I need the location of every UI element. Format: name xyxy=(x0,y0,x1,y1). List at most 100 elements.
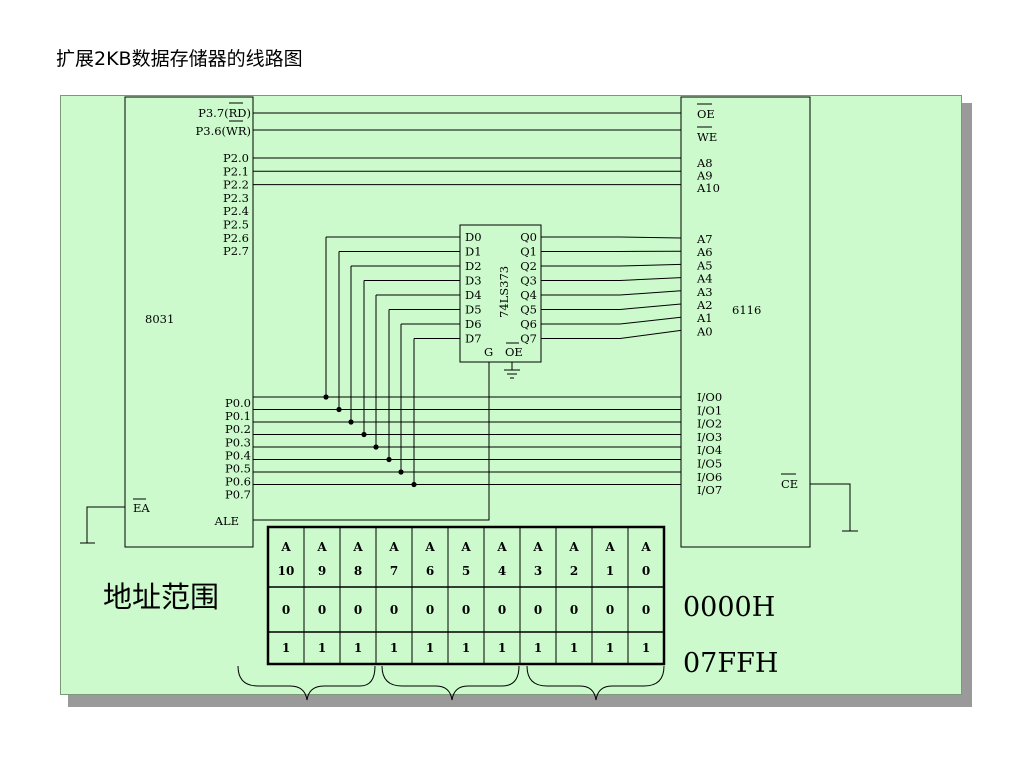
ram-ce-pin: CE xyxy=(781,477,798,491)
table-cell: 0 xyxy=(426,603,434,617)
table-cell: 1 xyxy=(570,641,578,655)
ram-high-addr-label: A9 xyxy=(696,169,713,183)
ram-low-addr-label: A3 xyxy=(696,285,713,299)
cpu-rd-pin: P3.7(RD) xyxy=(198,106,251,120)
table-header-subscript: 7 xyxy=(390,564,398,578)
cpu-wr-pin: P3.6(WR) xyxy=(196,124,251,138)
ram-io-pin-label: I/O4 xyxy=(697,443,722,457)
table-header-subscript: 5 xyxy=(462,564,470,578)
ram-low-addr-label: A1 xyxy=(696,311,713,325)
p2-pin-group: P2.0P2.1P2.2P2.3P2.4P2.5P2.6P2.7 xyxy=(223,151,249,258)
cpu-chip xyxy=(124,96,254,548)
diagram-panel xyxy=(60,95,962,695)
ram-low-addr-label: A7 xyxy=(696,232,713,246)
latch-chip xyxy=(459,224,542,363)
brace-1 xyxy=(237,665,376,701)
latch-name: 74LS373 xyxy=(497,266,511,318)
table-cell: 1 xyxy=(282,641,290,655)
table-cell: 1 xyxy=(534,641,542,655)
table-header-cell: A xyxy=(352,540,363,554)
table-header-cell: A xyxy=(568,540,579,554)
ram-oe-pin: OE xyxy=(697,107,715,121)
latch-d-pin-label: D4 xyxy=(465,288,482,302)
table-header-cell: A xyxy=(280,540,291,554)
address-end: 07FFH xyxy=(683,648,778,679)
ram-low-addr-wire xyxy=(619,263,682,267)
cpu-p2-pin-label: P2.6 xyxy=(223,231,249,245)
ea-wire xyxy=(86,506,125,543)
table-header-cell: A xyxy=(496,540,507,554)
brace-3 xyxy=(526,665,665,701)
table-cell: 1 xyxy=(606,641,614,655)
ram-chip xyxy=(680,96,811,548)
latch-q-pin-label: Q3 xyxy=(520,274,537,288)
cpu-p2-pin-label: P2.7 xyxy=(223,244,249,258)
brace-2 xyxy=(381,665,520,701)
table-cell: 0 xyxy=(462,603,470,617)
cpu-p2-pin-label: P2.0 xyxy=(223,151,249,165)
latch-g-pin: G xyxy=(484,345,493,359)
junction-dot xyxy=(336,406,342,413)
latch-oe-pin: OE xyxy=(505,345,523,359)
cpu-name: 8031 xyxy=(145,312,174,326)
table-header-subscript: 1 xyxy=(606,564,614,578)
table-header-subscript: 0 xyxy=(642,564,650,578)
cpu-p0-pin-label: P0.7 xyxy=(225,488,251,502)
ram-low-addr-wire xyxy=(619,290,682,296)
table-cell: 1 xyxy=(642,641,650,655)
cpu-p2-pin-label: P2.1 xyxy=(223,164,249,178)
junction-dot xyxy=(373,444,379,450)
table-cell: 1 xyxy=(318,641,326,655)
cpu-p2-pin-label: P2.4 xyxy=(223,204,249,218)
latch-d-pin-label: D5 xyxy=(465,303,482,317)
table-cell: 0 xyxy=(318,603,326,617)
cpu-p0-pin-label: P0.2 xyxy=(225,422,251,436)
ram-low-addr-label: A2 xyxy=(696,298,713,312)
table-cell: 0 xyxy=(498,603,506,617)
table-cell: 0 xyxy=(534,603,542,617)
ram-low-addr-wire xyxy=(619,316,682,325)
latch-q-pin-label: Q6 xyxy=(520,317,537,331)
address-range-label: 地址范围 xyxy=(103,580,219,614)
table-header-cell: A xyxy=(532,540,543,554)
cpu-p0-pin-label: P0.3 xyxy=(225,435,251,449)
ram-io-pin-label: I/O3 xyxy=(697,430,722,444)
table-header-cell: A xyxy=(640,540,651,554)
table-header-subscript: 6 xyxy=(426,564,434,578)
table-header-cell: A xyxy=(424,540,435,554)
cpu-p2-pin-label: P2.3 xyxy=(223,191,249,205)
cpu-p0-pin-label: P0.4 xyxy=(225,448,251,462)
latch-q-pin-label: Q1 xyxy=(520,245,537,259)
table-header-subscript: 3 xyxy=(534,564,542,578)
table-header-subscript: 2 xyxy=(570,564,578,578)
junction-dot xyxy=(411,481,417,488)
ram-name: 6116 xyxy=(732,303,761,317)
cpu-p0-pin-label: P0.1 xyxy=(225,409,251,423)
latch-q-pin-label: Q2 xyxy=(520,259,537,273)
ram-low-addr-wire xyxy=(619,329,682,339)
p0-pin-group: P0.0P0.1P0.2P0.3P0.4P0.5P0.6P0.7 xyxy=(225,396,251,502)
table-cell: 1 xyxy=(498,641,506,655)
table-header-subscript: 9 xyxy=(318,564,326,578)
ale-wire xyxy=(253,362,490,521)
ram-high-addr-label: A10 xyxy=(696,181,720,195)
latch-d-pin-label: D7 xyxy=(465,332,482,346)
table-cell: 0 xyxy=(642,603,650,617)
latch-d-pin-label: D2 xyxy=(465,259,482,273)
table-header-subscript: 10 xyxy=(278,564,295,578)
cpu-p2-pin-label: P2.2 xyxy=(223,178,249,192)
ce-wire xyxy=(810,483,851,531)
latch-q-pin-label: Q0 xyxy=(520,230,537,244)
table-header-subscript: 8 xyxy=(354,564,362,578)
table-header-cell: A xyxy=(316,540,327,554)
ram-low-addr-label: A5 xyxy=(696,258,713,272)
ram-we-pin: WE xyxy=(697,130,717,144)
table-cell: 0 xyxy=(282,603,290,617)
latch-d-pin-label: D1 xyxy=(465,245,482,259)
cpu-p0-pin-label: P0.6 xyxy=(225,475,251,489)
table-border xyxy=(266,525,666,666)
latch-q-pin-label: Q7 xyxy=(520,332,537,346)
page-title: 扩展2KB数据存储器的线路图 xyxy=(56,48,303,70)
